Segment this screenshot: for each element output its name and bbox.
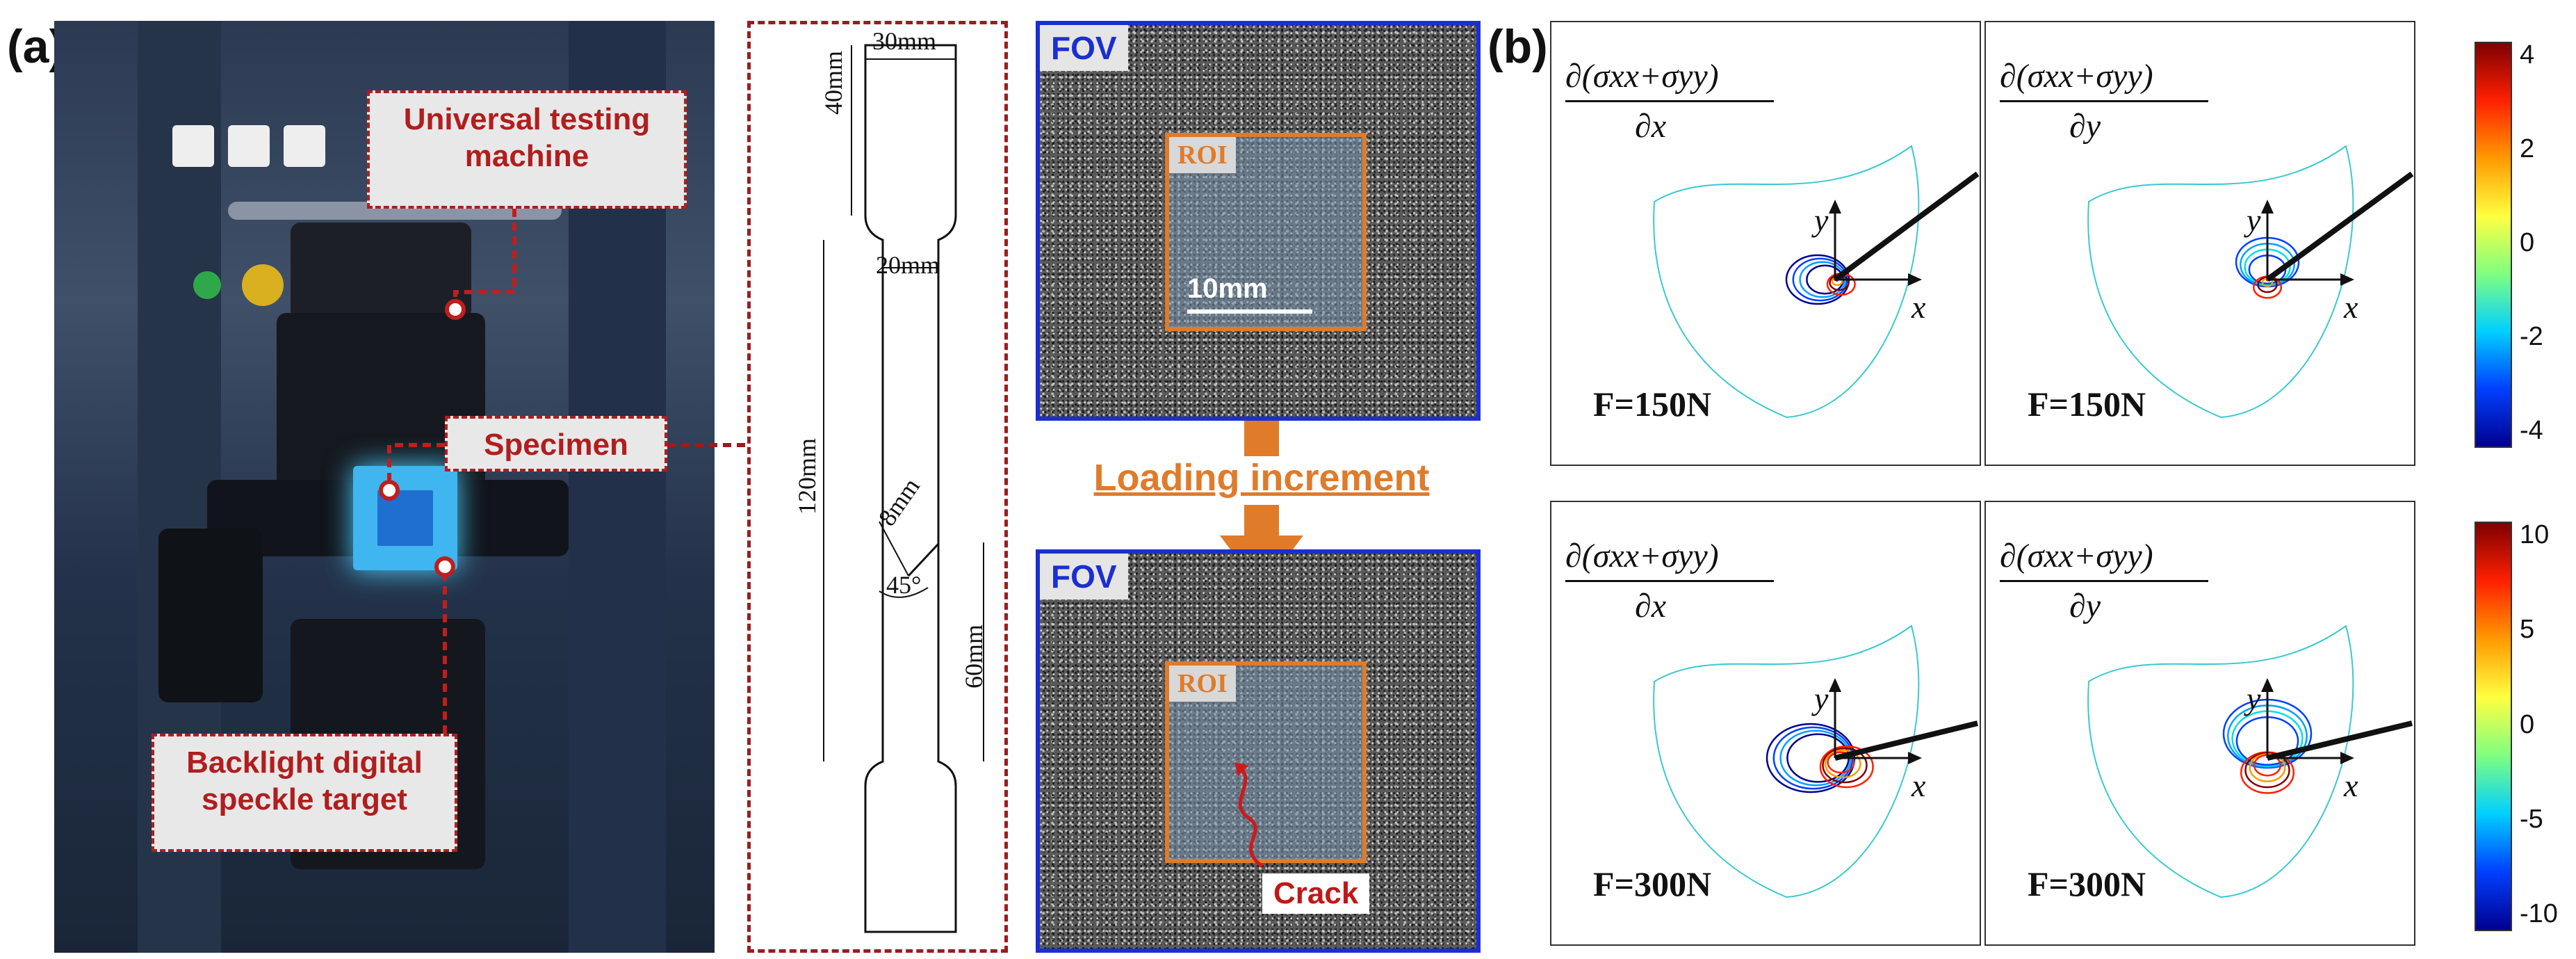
x-axis-label: x bbox=[1911, 289, 1926, 325]
callout-leaders bbox=[387, 209, 747, 734]
crack-line bbox=[1834, 720, 1978, 761]
fraction-bar bbox=[1565, 100, 1774, 102]
colorbar-tick: -10 bbox=[2520, 899, 2558, 928]
y-axis-label: y bbox=[2244, 681, 2261, 716]
callout-specimen: Specimen bbox=[445, 416, 667, 472]
fov-image-initial: FOV ROI 10mm bbox=[1036, 21, 1481, 421]
force-label: F=300N bbox=[1593, 864, 1712, 903]
formula-numerator: ∂(σxx+σyy) bbox=[2000, 58, 2153, 95]
contour-plot-dx-150N: ∂(σxx+σyy) ∂x F=150N bbox=[1550, 21, 1981, 466]
roi-label-bottom: ROI bbox=[1169, 666, 1236, 702]
colorbar-tick: 5 bbox=[2520, 615, 2535, 645]
contour-ring bbox=[1822, 747, 1868, 784]
y-axis-label: y bbox=[2244, 202, 2261, 238]
specimen-drawing-frame bbox=[747, 21, 1008, 953]
gauge-1 bbox=[172, 125, 214, 167]
x-axis-arrowhead bbox=[1908, 273, 1922, 286]
gauge-3 bbox=[284, 125, 325, 167]
roi-label-top: ROI bbox=[1169, 137, 1236, 173]
marker-backlight bbox=[434, 556, 455, 577]
marker-specimen bbox=[379, 480, 400, 501]
force-label: F=150N bbox=[2028, 385, 2146, 424]
y-axis-label: y bbox=[1811, 681, 1829, 716]
crack-line bbox=[2265, 171, 2414, 282]
x-axis-arrowhead bbox=[1908, 752, 1922, 764]
fraction-bar bbox=[1565, 580, 1774, 582]
y-axis-arrowhead bbox=[2261, 200, 2274, 213]
scale-bar-label: 10mm bbox=[1187, 273, 1268, 304]
green-button bbox=[193, 271, 221, 299]
callout-backlight-target: Backlight digital speckle target bbox=[152, 734, 457, 852]
force-label: F=150N bbox=[1593, 385, 1712, 424]
crack-line bbox=[1833, 171, 1980, 282]
x-axis-label: x bbox=[1911, 768, 1926, 803]
crack-label: Crack bbox=[1262, 873, 1370, 914]
outer-contour bbox=[1653, 145, 1920, 419]
formula-denominator: ∂y bbox=[2069, 108, 2101, 145]
dim-45deg: 45° bbox=[886, 571, 922, 599]
formula-numerator: ∂(σxx+σyy) bbox=[1565, 538, 1719, 574]
contour-plot-dy-300N: ∂(σxx+σyy) ∂y F=300N bbox=[1984, 501, 2415, 946]
roi-box-bottom: ROI bbox=[1165, 661, 1367, 863]
contour-ring bbox=[1827, 751, 1855, 774]
x-axis-arrowhead bbox=[2340, 752, 2354, 764]
fov-image-cracked: FOV ROI Crack bbox=[1036, 549, 1481, 953]
outer-contour bbox=[2087, 624, 2354, 898]
dim-30mm: 30mm bbox=[872, 27, 937, 55]
contour-plot-dx-300N: ∂(σxx+σyy) ∂x F=300N bbox=[1550, 501, 1981, 946]
colorbar-tick: 10 bbox=[2520, 520, 2550, 549]
fraction-bar bbox=[2000, 100, 2208, 102]
gauge-2 bbox=[228, 125, 270, 167]
x-axis-label: x bbox=[2343, 768, 2358, 803]
y-axis-arrowhead bbox=[1829, 200, 1841, 213]
colorbar-tick: 2 bbox=[2520, 134, 2535, 163]
formula-denominator: ∂x bbox=[1635, 108, 1667, 145]
contour-ring bbox=[1819, 745, 1874, 789]
emergency-button bbox=[242, 264, 284, 306]
crack-pointer bbox=[1234, 762, 1264, 868]
formula-numerator: ∂(σxx+σyy) bbox=[1565, 58, 1719, 95]
x-axis-label: x bbox=[2343, 289, 2358, 325]
colorbar-tick: 0 bbox=[2520, 228, 2535, 257]
panel-b-label: (b) bbox=[1487, 20, 1548, 73]
formula-denominator: ∂y bbox=[2069, 588, 2101, 624]
crack-line bbox=[2267, 720, 2413, 761]
marker-machine bbox=[445, 299, 466, 320]
colorbar-tick: 0 bbox=[2520, 709, 2535, 739]
colorbar-tick: -5 bbox=[2520, 804, 2543, 834]
colorbar-tick: 4 bbox=[2520, 40, 2535, 70]
testing-machine-photo bbox=[54, 21, 715, 953]
specimen-outline bbox=[823, 44, 984, 933]
fov-label-top: FOV bbox=[1040, 25, 1128, 71]
colorbar-tick: -2 bbox=[2520, 322, 2543, 351]
fov-label-bottom: FOV bbox=[1040, 554, 1128, 599]
y-axis-arrowhead bbox=[1829, 678, 1841, 692]
outer-contour bbox=[2087, 145, 2354, 419]
roi-box-top: ROI 10mm bbox=[1165, 133, 1367, 331]
camera-arm bbox=[158, 529, 263, 702]
dim-20mm: 20mm bbox=[876, 251, 940, 279]
colorbar-tick: -4 bbox=[2520, 416, 2543, 445]
x-axis-arrowhead bbox=[2340, 273, 2354, 286]
contour-plot-dy-150N: ∂(σxx+σyy) ∂y F=150N bbox=[1984, 21, 2415, 466]
y-axis-label: y bbox=[1811, 202, 1829, 238]
colorbar-bottom bbox=[2475, 522, 2512, 931]
upper-grip-top bbox=[291, 223, 471, 320]
callout-universal-testing-machine: Universal testing machine bbox=[367, 90, 687, 209]
colorbar-top bbox=[2475, 42, 2512, 448]
loading-increment-label: Loading increment bbox=[1043, 456, 1481, 505]
outer-contour bbox=[1653, 624, 1920, 898]
scale-bar bbox=[1187, 309, 1312, 314]
formula-numerator: ∂(σxx+σyy) bbox=[2000, 538, 2153, 574]
contour-ring bbox=[1824, 749, 1861, 779]
force-label: F=300N bbox=[2028, 864, 2146, 903]
fraction-bar bbox=[2000, 580, 2208, 582]
y-axis-arrowhead bbox=[2261, 678, 2274, 692]
formula-denominator: ∂x bbox=[1635, 588, 1667, 624]
